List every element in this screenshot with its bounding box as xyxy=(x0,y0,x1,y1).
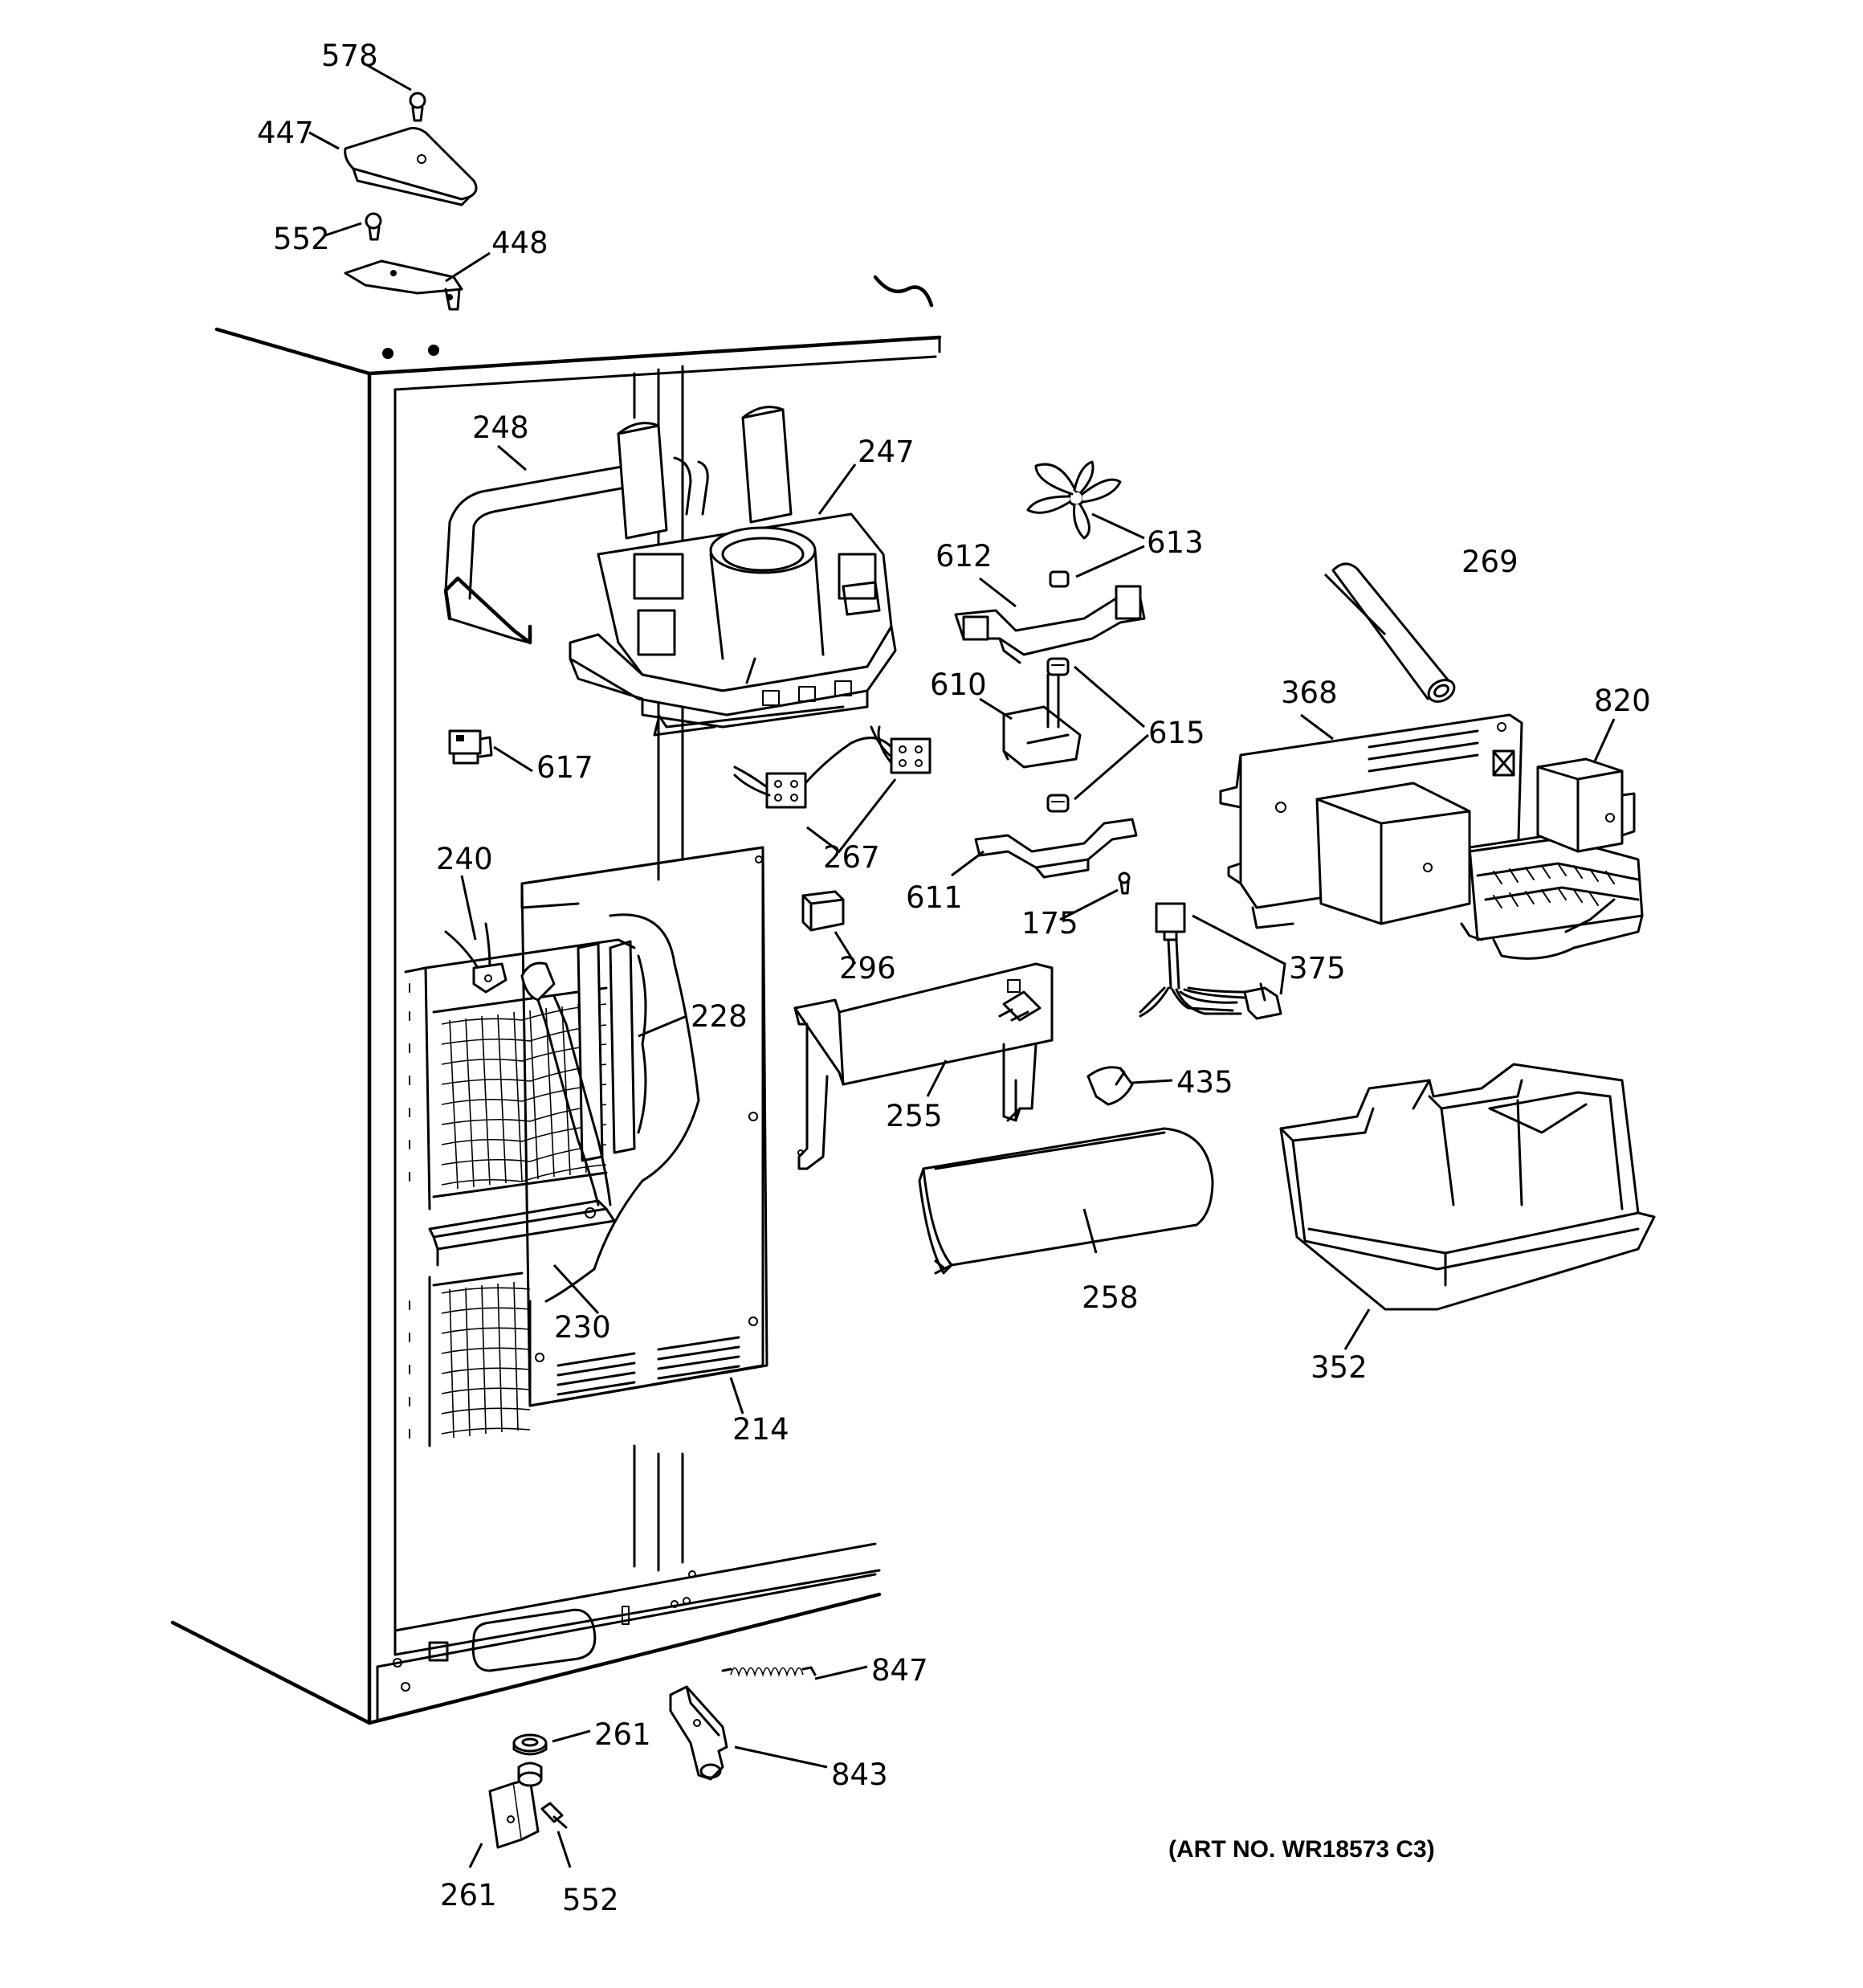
callout-352: 352 xyxy=(1311,1350,1368,1385)
callout-617: 617 xyxy=(536,750,593,785)
auger-housing-247 xyxy=(569,406,897,737)
callout-843: 843 xyxy=(831,1757,888,1792)
callout-255: 255 xyxy=(886,1099,943,1133)
ice-maker-368 xyxy=(1219,713,1644,960)
callout-612: 612 xyxy=(936,539,993,574)
callout-375: 375 xyxy=(1289,951,1346,986)
callout-261-lower: 261 xyxy=(440,1878,497,1912)
relay-296 xyxy=(801,890,845,932)
callout-labels: 578 447 552 448 248 247 613 612 269 610 … xyxy=(257,39,1651,1917)
leader-lines xyxy=(308,63,1616,1868)
evaporator-coil-228 xyxy=(404,938,647,1447)
callout-175: 175 xyxy=(1021,906,1078,941)
screw-578 xyxy=(409,92,426,122)
art-number: (ART NO. WR18573 C3) xyxy=(1168,1836,1435,1863)
spring-847 xyxy=(721,1666,817,1677)
callout-820: 820 xyxy=(1594,684,1651,718)
callout-296: 296 xyxy=(839,951,896,986)
callout-847: 847 xyxy=(871,1653,928,1688)
callout-435: 435 xyxy=(1176,1065,1233,1100)
callout-613: 613 xyxy=(1147,525,1204,560)
part-435 xyxy=(1086,1066,1134,1106)
ice-bucket-352 xyxy=(1279,1063,1656,1311)
thermostat-240 xyxy=(444,922,508,994)
callout-611: 611 xyxy=(906,880,963,915)
callout-228: 228 xyxy=(691,999,748,1034)
hinge-448 xyxy=(344,259,463,311)
ice-maker-bracket-820 xyxy=(1536,757,1636,853)
harness-375 xyxy=(1139,902,1282,1020)
switch-617 xyxy=(448,729,493,765)
harness-267 xyxy=(733,725,932,809)
callout-214: 214 xyxy=(732,1412,789,1447)
hinge-261-lower xyxy=(488,1761,543,1849)
callout-615: 615 xyxy=(1148,716,1205,750)
washer-261-upper xyxy=(512,1733,548,1756)
callout-267: 267 xyxy=(823,840,880,875)
callout-552-bottom: 552 xyxy=(562,1883,619,1917)
refrigerator-cabinet xyxy=(170,275,942,1725)
callout-610: 610 xyxy=(930,667,987,702)
bracket-255 xyxy=(793,962,1054,1170)
evaporator-cover-214 xyxy=(520,846,768,1407)
callout-230: 230 xyxy=(554,1310,611,1345)
callout-578: 578 xyxy=(321,39,378,73)
callout-448: 448 xyxy=(491,226,548,260)
hinge-cover-447 xyxy=(344,127,478,206)
duct-248 xyxy=(443,456,709,645)
grommet-615-top xyxy=(1046,657,1070,676)
callout-261-upper: 261 xyxy=(594,1717,651,1752)
callout-269: 269 xyxy=(1461,545,1519,579)
screw-552-top xyxy=(365,212,382,241)
callout-248: 248 xyxy=(472,410,529,445)
tube-269 xyxy=(1331,562,1456,703)
grommet-615-bottom xyxy=(1046,794,1070,813)
callout-447: 447 xyxy=(257,116,314,150)
chute-cover-258 xyxy=(918,1127,1214,1275)
callout-552-top: 552 xyxy=(273,222,330,256)
bracket-611 xyxy=(974,818,1138,879)
callout-368: 368 xyxy=(1281,676,1338,710)
fan-blade-613 xyxy=(1026,460,1122,588)
callout-240: 240 xyxy=(436,842,493,876)
bracket-612 xyxy=(954,585,1146,664)
screw-175 xyxy=(1118,872,1131,895)
cam-843 xyxy=(669,1685,728,1781)
callout-258: 258 xyxy=(1082,1280,1139,1315)
defrost-heater-230 xyxy=(520,961,612,1206)
motor-610 xyxy=(1002,673,1082,769)
screw-552-bottom xyxy=(540,1802,568,1829)
callout-247: 247 xyxy=(858,435,915,469)
